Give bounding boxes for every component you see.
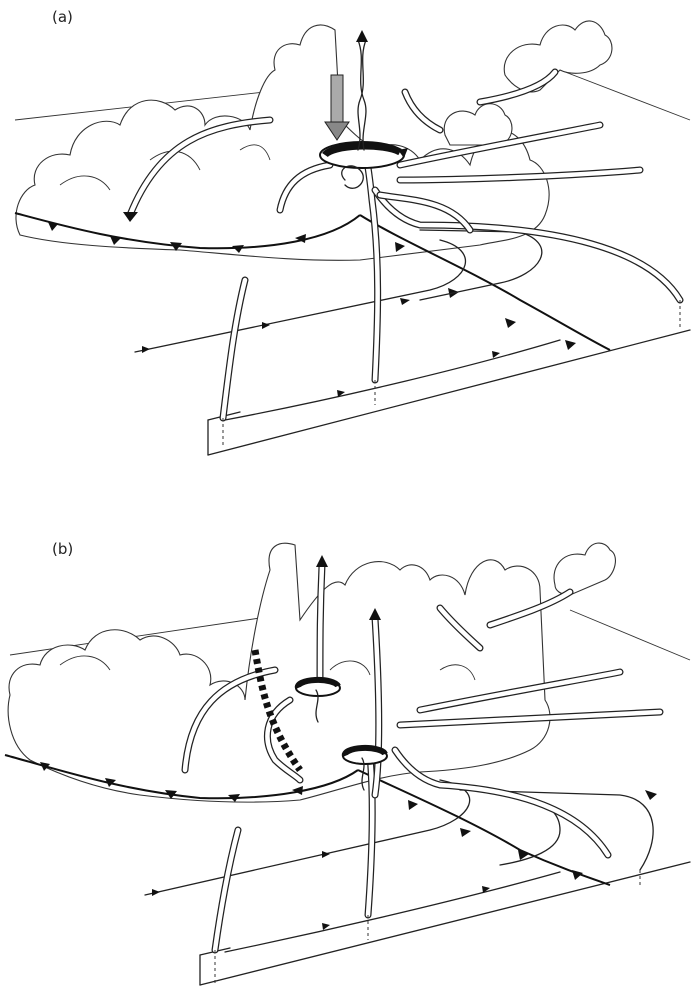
panel-a: (a) bbox=[0, 0, 696, 470]
panel-a-diagram bbox=[0, 0, 696, 470]
panel-b: (b) bbox=[0, 500, 696, 989]
panel-b-diagram bbox=[0, 500, 696, 989]
storm-cloud bbox=[8, 543, 615, 802]
